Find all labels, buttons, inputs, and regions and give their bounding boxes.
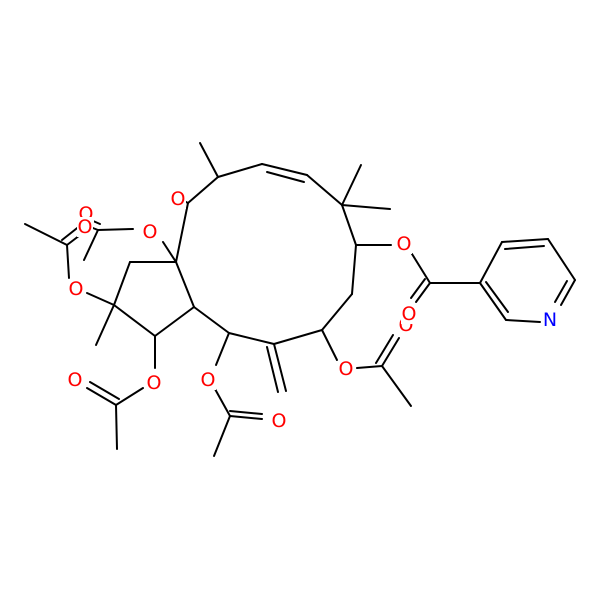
oxygen-atom-label: O — [147, 372, 162, 394]
oxygen-atom-label-background — [401, 304, 417, 324]
oxygen-atom-label-background — [68, 279, 84, 299]
oxygen-atom-label: O — [68, 369, 83, 391]
nitrogen-atom-label: N — [543, 309, 557, 331]
oxygen-atom-label-background — [67, 370, 83, 390]
oxygen-atom-label: O — [69, 278, 84, 300]
oxygen-atom-label: O — [171, 188, 186, 210]
oxygen-atom-label: O — [143, 221, 158, 243]
oxygen-atom-label-background — [200, 370, 216, 390]
oxygen-atom-label: O — [272, 410, 287, 432]
oxygen-atom-label: O — [78, 216, 93, 238]
oxygen-atom-label-background — [338, 359, 354, 379]
oxygen-atom-label: O — [402, 303, 417, 325]
oxygen-atom-label-background — [142, 222, 158, 242]
oxygen-atom-label-background — [77, 217, 93, 237]
oxygen-atom-label-background — [170, 189, 186, 209]
oxygen-atom-label: O — [397, 233, 412, 255]
oxygen-atom-label-background — [271, 411, 287, 431]
oxygen-atom-label: O — [339, 358, 354, 380]
oxygen-atom-label-background — [396, 234, 412, 254]
nitrogen-atom-label-background — [542, 310, 558, 330]
bond-lines — [24, 142, 576, 457]
oxygen-atom-label-background — [146, 373, 162, 393]
oxygen-atom-label: O — [201, 369, 216, 391]
